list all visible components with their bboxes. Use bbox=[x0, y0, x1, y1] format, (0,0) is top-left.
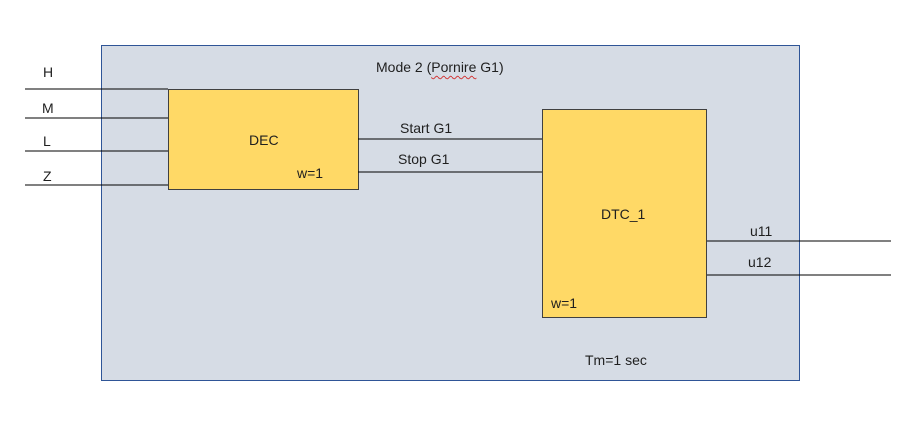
input-label-z: Z bbox=[43, 168, 52, 184]
start-g1-label: Start G1 bbox=[400, 120, 453, 136]
cycle-time-label: Tm=1 sec bbox=[585, 352, 647, 368]
dec-weight: w=1 bbox=[297, 165, 324, 181]
output-label-u12: u12 bbox=[748, 254, 772, 270]
dtc-weight: w=1 bbox=[551, 295, 578, 311]
mode-title-prefix: Mode 2 ( bbox=[376, 59, 432, 75]
mode-title: Mode 2 (Pornire G1) bbox=[376, 59, 504, 75]
dec-label: DEC bbox=[249, 132, 279, 148]
input-label-h: H bbox=[43, 64, 54, 80]
stop-g1-label: Stop G1 bbox=[398, 151, 450, 167]
dtc-label: DTC_1 bbox=[601, 206, 646, 222]
mode-title-word: Pornire bbox=[431, 59, 477, 75]
input-label-m: M bbox=[42, 100, 54, 116]
output-label-u11: u11 bbox=[750, 223, 773, 239]
input-label-l: L bbox=[43, 133, 51, 149]
mode-title-suffix: G1) bbox=[476, 59, 504, 75]
dec-block bbox=[168, 89, 359, 190]
dtc-block bbox=[542, 109, 707, 318]
